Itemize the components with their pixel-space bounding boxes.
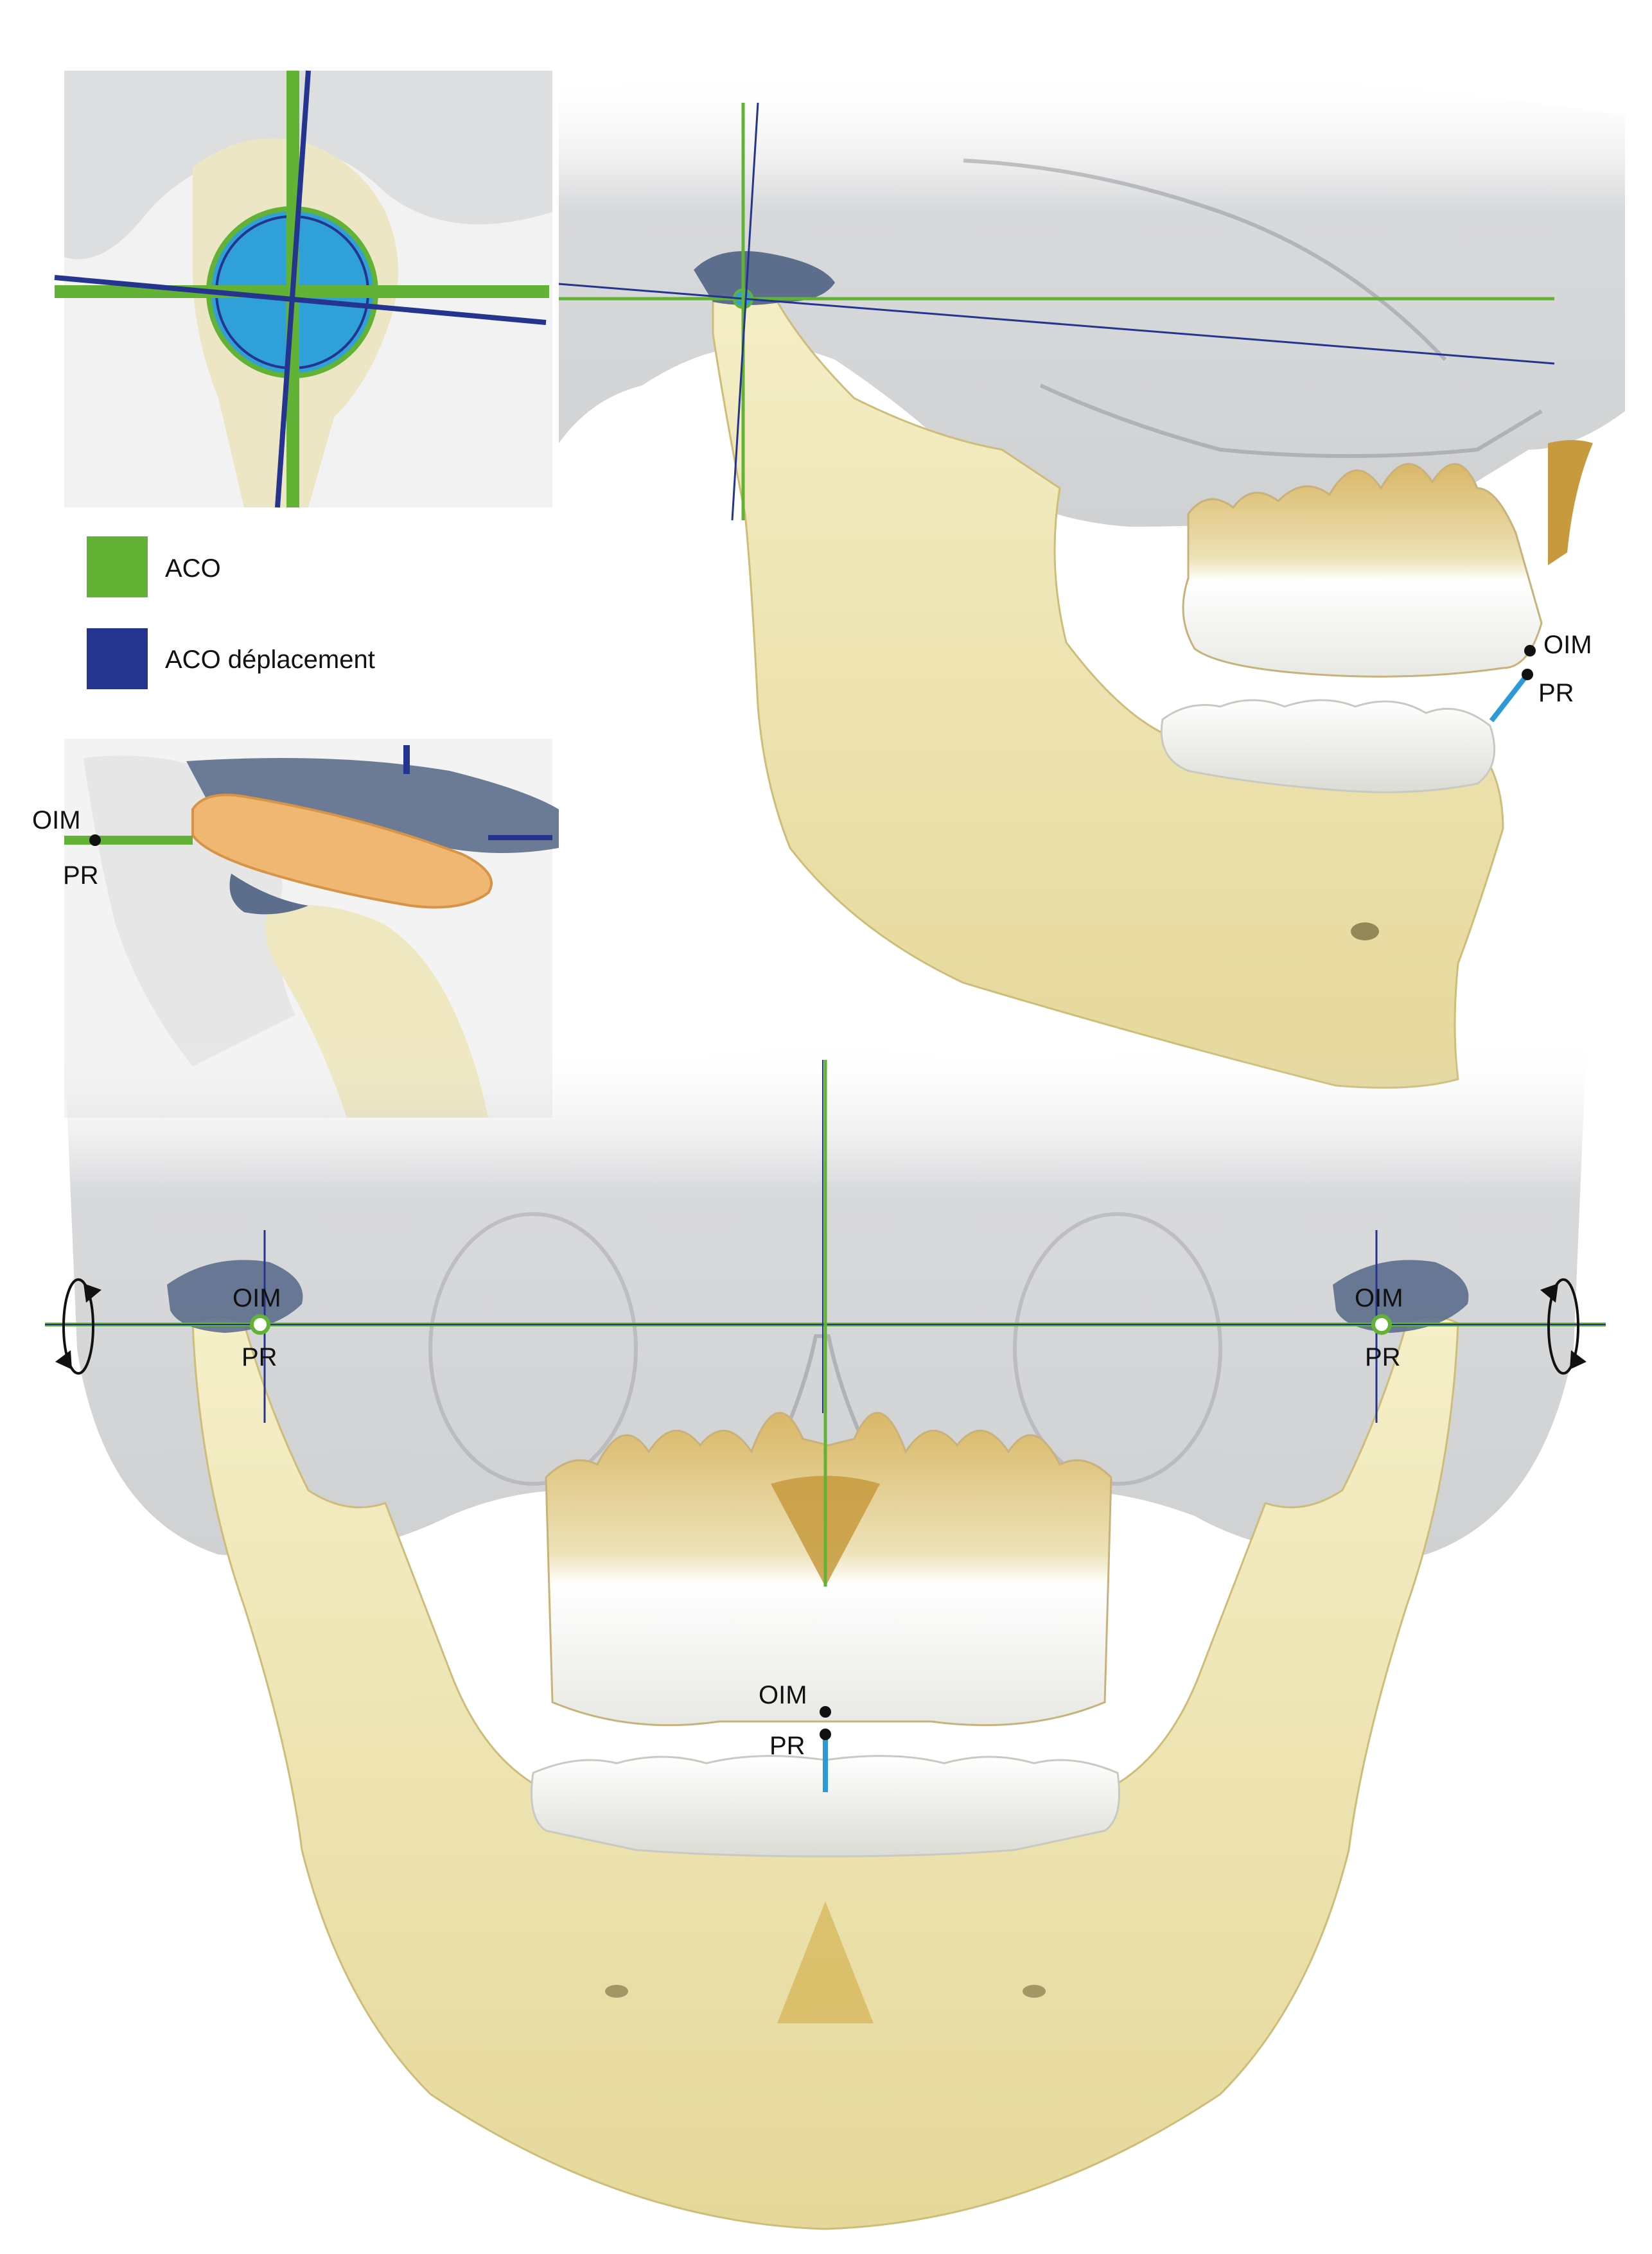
legend: ACO ACO déplacement bbox=[87, 536, 375, 689]
label-pr-frontal-right: PR bbox=[1365, 1343, 1401, 1371]
label-oim-inset: OIM bbox=[32, 806, 81, 834]
legend-label-aco: ACO bbox=[165, 554, 221, 583]
rotation-arrows-icon-right bbox=[1540, 1278, 1586, 1375]
label-pr-lateral: PR bbox=[1538, 679, 1574, 707]
legend-swatch-aco bbox=[87, 536, 148, 597]
rotation-arrows-icon-left bbox=[55, 1278, 101, 1375]
label-pr-inset: PR bbox=[63, 861, 99, 890]
condyle-inset-top bbox=[54, 70, 552, 508]
lateral-view: OIM PR bbox=[558, 71, 1625, 1089]
label-pr-frontal-left: PR bbox=[242, 1343, 277, 1371]
label-oim-frontal-right: OIM bbox=[1355, 1284, 1403, 1312]
label-oim-lateral: OIM bbox=[1543, 631, 1592, 659]
legend-swatch-aco-deplacement bbox=[87, 628, 148, 689]
label-oim-frontal-left: OIM bbox=[233, 1284, 281, 1312]
label-oim-frontal-center: OIM bbox=[759, 1681, 807, 1709]
legend-label-aco-deplacement: ACO déplacement bbox=[165, 646, 375, 674]
frontal-view: OIM PR OIM PR OIM PR bbox=[45, 1034, 1606, 2230]
label-pr-frontal-center: PR bbox=[769, 1732, 805, 1760]
